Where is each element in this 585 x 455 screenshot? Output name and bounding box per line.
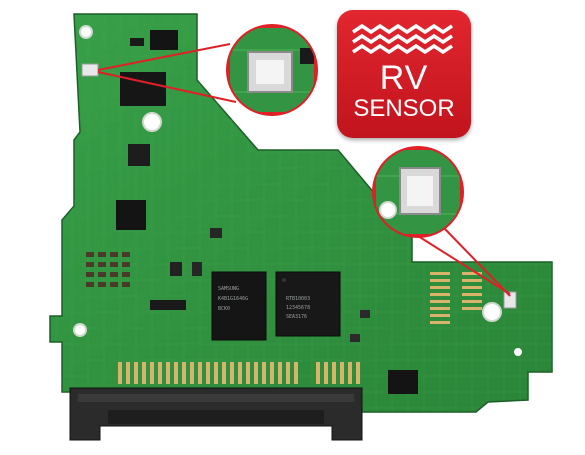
callout-lines — [97, 43, 511, 297]
ic-chip — [116, 200, 146, 230]
rv-sensor-right — [503, 291, 517, 309]
controller-chip: RTB10003 12345678 SEA3176 — [275, 271, 341, 337]
mount-hole — [514, 348, 522, 356]
ic-chip — [120, 72, 166, 106]
callout-top — [226, 24, 318, 116]
wave-icon — [352, 23, 453, 55]
mount-hole — [79, 25, 93, 39]
smd-component — [360, 310, 370, 318]
rv-sensor-top — [81, 63, 99, 77]
ic-chip — [128, 144, 150, 166]
badge-title: RV — [379, 59, 429, 97]
driver-pins — [430, 272, 482, 324]
mount-hole — [73, 323, 87, 337]
svg-text:SEA3176: SEA3176 — [286, 314, 307, 320]
mount-hole — [142, 112, 162, 132]
sata-connector — [69, 387, 363, 441]
gold-pads — [118, 362, 360, 384]
badge-subtitle: SENSOR — [353, 95, 455, 122]
smd-array — [86, 252, 130, 287]
svg-text:RTB10003: RTB10003 — [286, 296, 310, 302]
ic-chip — [150, 30, 178, 50]
svg-text:12345678: 12345678 — [286, 305, 310, 311]
mount-hole — [482, 302, 502, 322]
ic-chip — [388, 370, 418, 394]
smd-component — [350, 334, 360, 342]
smd-component — [150, 300, 186, 310]
callout-right — [372, 146, 464, 238]
svg-text:K4B1G1646G: K4B1G1646G — [218, 296, 248, 302]
smd-component — [210, 228, 222, 238]
smd-component — [130, 38, 144, 46]
rv-sensor-badge: RV SENSOR — [337, 10, 471, 138]
svg-text:SAMSUNG: SAMSUNG — [218, 286, 239, 292]
smd-component — [170, 262, 182, 276]
smd-component — [192, 262, 202, 276]
dram-chip: SAMSUNG K4B1G1646G BCK0 — [211, 271, 267, 341]
svg-text:BCK0: BCK0 — [218, 306, 230, 312]
